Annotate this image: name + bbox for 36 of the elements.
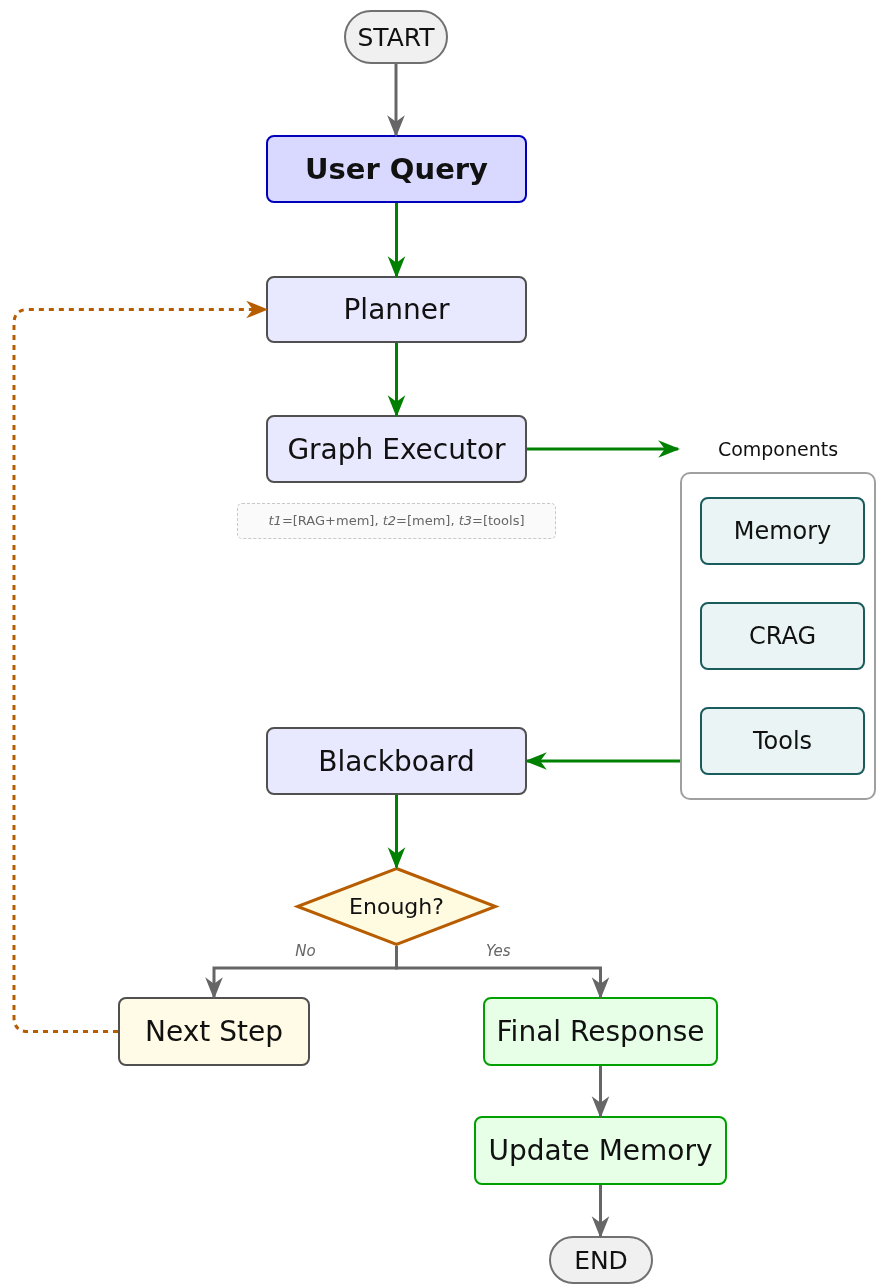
- arrow: [387, 64, 405, 138]
- process-box: [266, 415, 527, 483]
- arrow: [395, 946, 610, 1000]
- node-label: CRAG: [748, 622, 817, 650]
- arrow: [387, 795, 406, 870]
- arrow: [591, 1185, 610, 1239]
- note-box: t1=[RAG+mem], t2=[mem], t3=[tools]: [237, 503, 556, 539]
- component-box: [700, 707, 865, 775]
- node-label: Graph Executor: [287, 432, 506, 466]
- node-label: END: [574, 1245, 628, 1275]
- node-label: Final Response: [496, 1015, 705, 1048]
- node-label: Blackboard: [318, 744, 475, 778]
- node-label: Enough?: [349, 894, 444, 919]
- node-label: Update Memory: [488, 1134, 713, 1167]
- terminal-pill: [549, 1236, 653, 1284]
- arrow: [527, 440, 681, 458]
- node-label: User Query: [304, 152, 489, 186]
- node-label: Memory: [733, 517, 832, 545]
- arrow: [387, 203, 406, 279]
- component-box: [700, 602, 865, 670]
- arrow: [591, 1066, 610, 1119]
- component-box: [700, 497, 865, 565]
- process-box: [266, 276, 527, 343]
- group-heading: Components: [716, 438, 840, 460]
- input-box: [266, 135, 527, 203]
- decision-diamond: [296, 867, 497, 946]
- output-box: [474, 1116, 727, 1185]
- node-label: Tools: [752, 727, 813, 755]
- arrow: [387, 343, 406, 418]
- node-label: Planner: [343, 293, 450, 326]
- output-box: [483, 997, 718, 1066]
- node-label: START: [357, 22, 435, 52]
- node-label: Next Step: [145, 1015, 283, 1048]
- process-box: [266, 727, 527, 795]
- terminal-pill: [344, 10, 448, 64]
- process-box: [118, 997, 310, 1066]
